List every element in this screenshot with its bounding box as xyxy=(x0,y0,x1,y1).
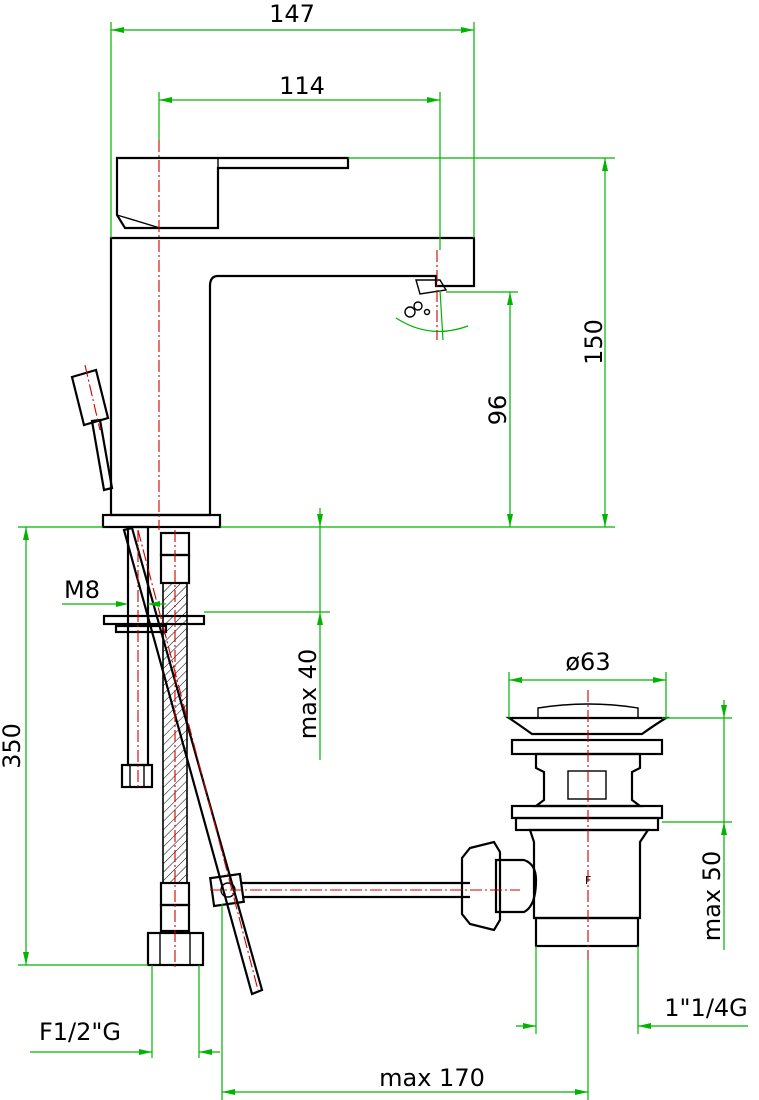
pop-up-lift-rod xyxy=(70,368,114,492)
pop-up-waste: F xyxy=(460,703,670,948)
dim-max-waste-distance: max 170 xyxy=(379,1064,485,1092)
dim-max-deck-thickness: max 40 xyxy=(294,649,322,739)
dim-waste-head-diameter: ø63 xyxy=(565,648,610,676)
faucet-body xyxy=(101,156,476,529)
linkage-rod xyxy=(122,526,470,996)
dim-mounting-rod: M8 xyxy=(64,576,100,604)
dim-overall-width: 147 xyxy=(269,0,315,28)
dim-spout-height: 96 xyxy=(484,395,512,426)
dim-spout-reach: 114 xyxy=(279,72,325,100)
dim-waste-thread: 1"1/4G xyxy=(664,994,748,1022)
dim-waste-max-thickness: max 50 xyxy=(698,851,726,941)
dimension-lines xyxy=(18,22,748,1100)
dim-total-height: 150 xyxy=(580,319,608,365)
dim-inlet-connection: F1/2"G xyxy=(39,1018,121,1046)
dim-hose-length: 350 xyxy=(0,723,26,769)
flow-angle-symbol xyxy=(395,289,469,341)
center-lines xyxy=(84,140,589,991)
